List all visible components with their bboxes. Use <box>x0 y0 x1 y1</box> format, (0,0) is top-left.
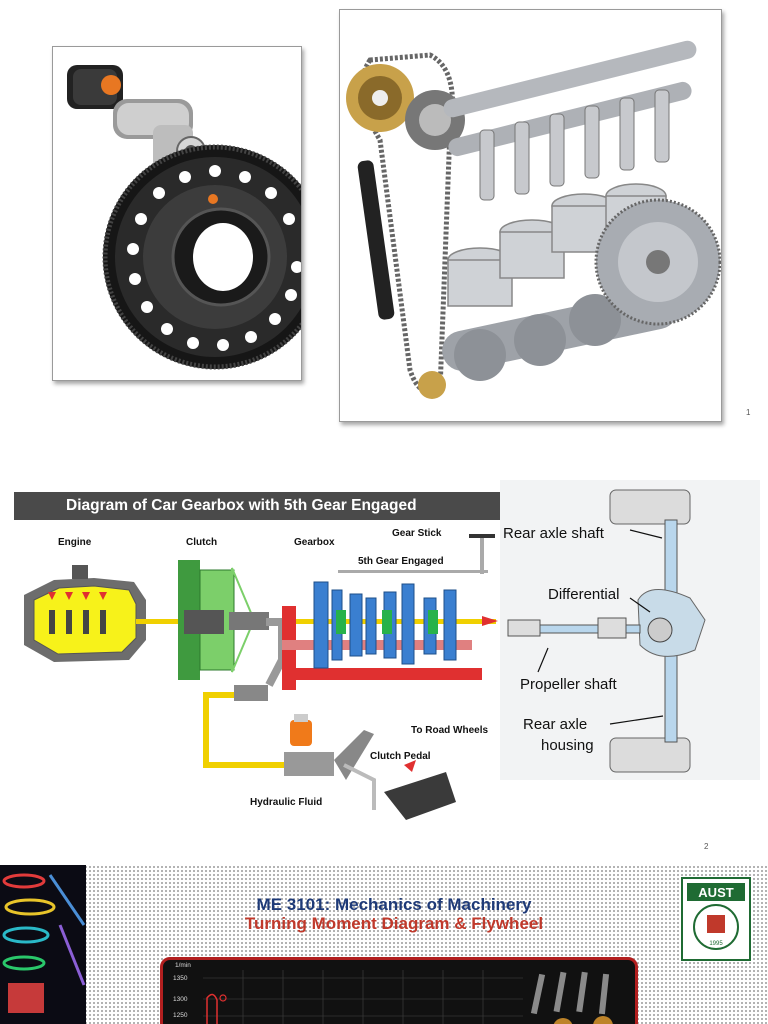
hydraulic-fluid-label: Hydraulic Fluid <box>250 797 323 808</box>
gearbox-diagram <box>24 534 498 820</box>
page-number: 1 <box>746 408 751 417</box>
starter-flywheel-image <box>52 46 302 381</box>
gear-stick-label: Gear Stick <box>392 528 442 539</box>
chart-tick: 1250 <box>173 1012 188 1019</box>
differential-label: Differential <box>548 586 620 603</box>
slide-1: 1 <box>0 0 768 435</box>
gearbox-diagram-title: Diagram of Car Gearbox with 5th Gear Eng… <box>14 492 500 520</box>
clutch-pedal-label: Clutch Pedal <box>370 751 431 762</box>
fifth-gear-label: 5th Gear Engaged <box>358 556 444 567</box>
svg-text:1995: 1995 <box>709 941 723 947</box>
slide-3: ME 3101: Mechanics of Machinery Turning … <box>0 865 768 1024</box>
svg-text:AUST: AUST <box>698 885 733 900</box>
engine-label: Engine <box>58 537 92 548</box>
starter-flywheel-illustration <box>67 65 301 370</box>
to-road-wheels-label: To Road Wheels <box>411 725 489 736</box>
rear-axle-housing-label-line1: Rear axle <box>523 716 588 733</box>
engine-internals-illustration <box>346 40 721 399</box>
engine-camshaft-image <box>339 9 722 422</box>
chart-tick: 1300 <box>173 996 188 1003</box>
course-title: ME 3101: Mechanics of Machinery <box>256 895 532 914</box>
propeller-shaft-label: Propeller shaft <box>520 676 617 693</box>
gearbox-label: Gearbox <box>294 537 335 548</box>
page-number: 2 <box>704 842 709 851</box>
rpm-chart-preview: 1/min 1350 1300 1250 <box>160 957 638 1024</box>
lecture-title: Turning Moment Diagram & Flywheel <box>244 914 544 933</box>
chart-tick: 1350 <box>173 975 188 982</box>
aust-logo: AUST 1995 <box>681 877 751 961</box>
rear-axle-diagram <box>500 480 760 780</box>
rear-axle-housing-label-line2: housing <box>541 737 594 754</box>
decorative-engine-parts-image <box>0 865 86 1024</box>
chart-axis-unit: 1/min <box>175 962 191 969</box>
slide-2: Diagram of Car Gearbox with 5th Gear Eng… <box>0 480 768 852</box>
rear-axle-shaft-label: Rear axle shaft <box>503 525 604 542</box>
clutch-label: Clutch <box>186 537 218 548</box>
